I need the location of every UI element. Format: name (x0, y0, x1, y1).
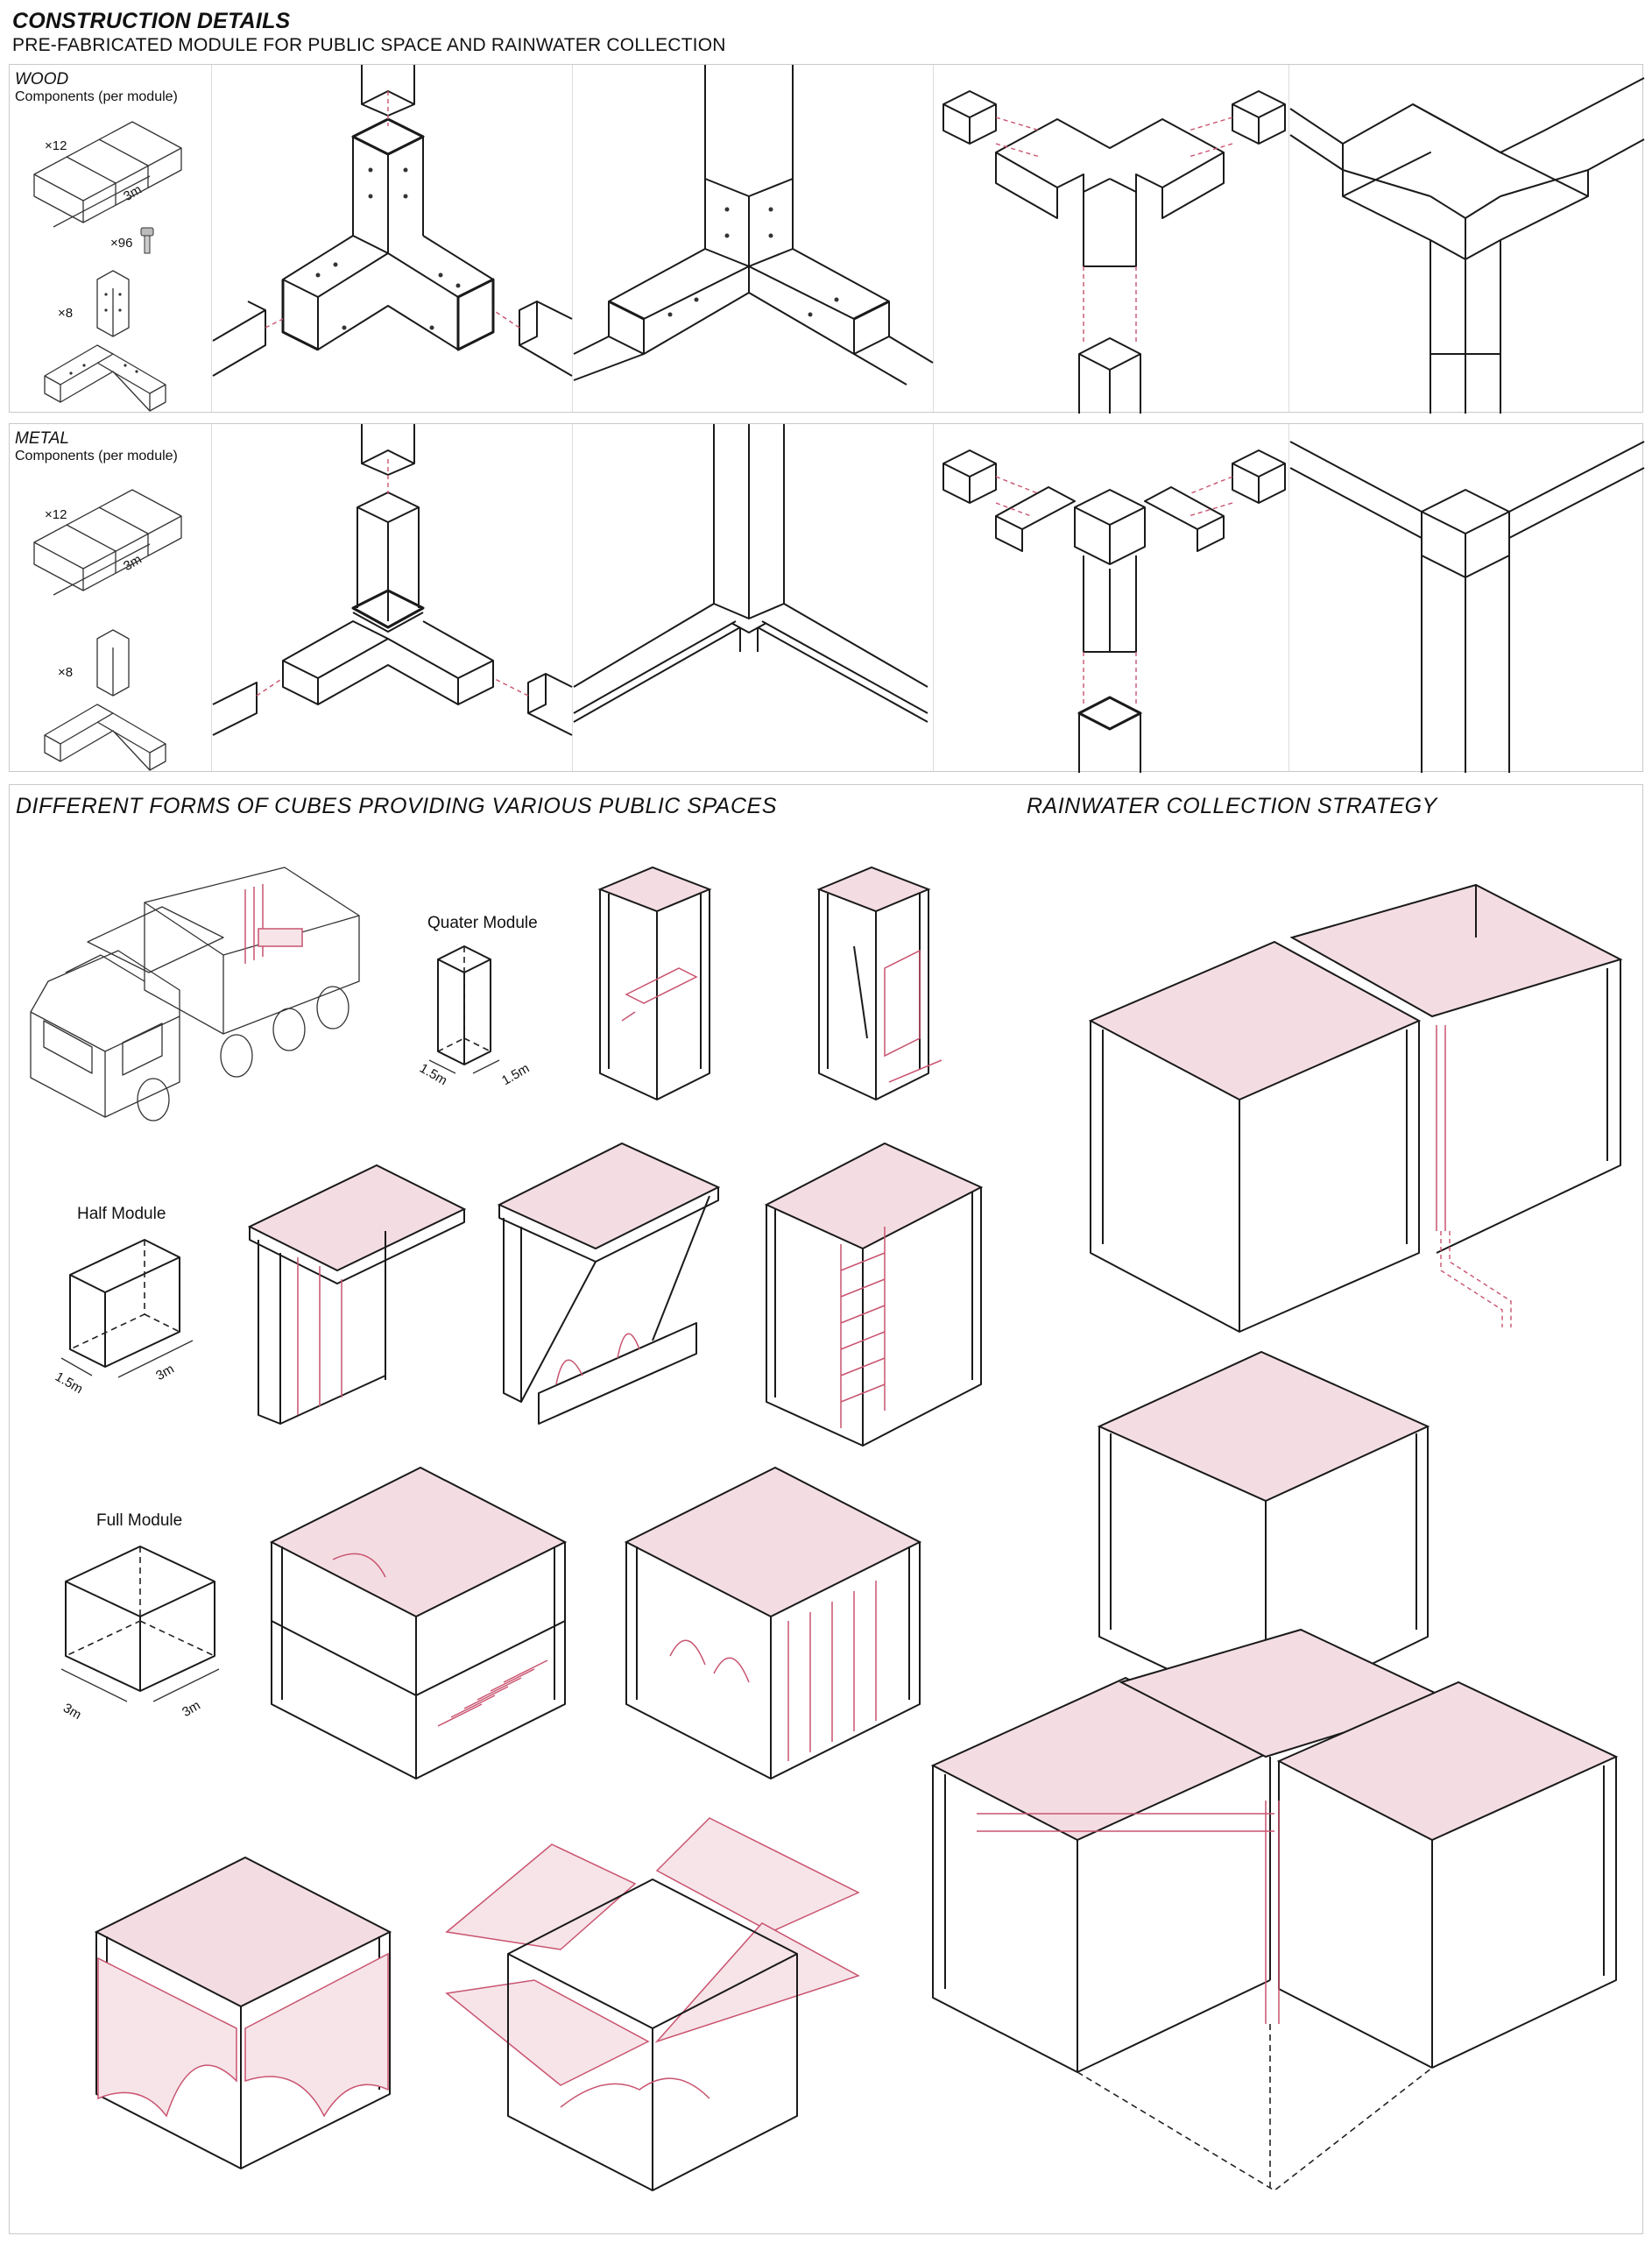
rainwater-heading: RAINWATER COLLECTION STRATEGY (1027, 794, 1437, 818)
half-module-label: Half Module (77, 1205, 166, 1223)
half-variant-slats (247, 1164, 467, 1425)
material-label-wood: WOOD (15, 70, 69, 88)
divider (572, 424, 573, 771)
quarter-variant-seating (597, 866, 712, 1100)
divider (572, 65, 573, 412)
page-subtitle: PRE-FABRICATED MODULE FOR PUBLIC SPACE A… (12, 35, 726, 55)
lower-panel (9, 784, 1643, 2234)
forms-heading: DIFFERENT FORMS OF CUBES PROVIDING VARIO… (16, 794, 777, 818)
full-variant-openbox (445, 1817, 860, 2191)
full-variant-stairs (269, 1466, 568, 1780)
rainwater-pair (1088, 883, 1623, 1333)
full-variant-seating (624, 1466, 922, 1780)
components-label: Components (per module) (15, 89, 178, 104)
wood-node-assembled (1289, 77, 1645, 414)
full-module-diagram (60, 1546, 220, 1702)
beam-qty: ×12 (45, 138, 67, 153)
divider (933, 424, 934, 771)
quarter-variant-foldout (816, 866, 942, 1100)
metal-node-exploded (942, 449, 1286, 773)
joint-qty: ×8 (58, 306, 74, 321)
joint-qty: ×8 (58, 665, 74, 680)
divider (211, 424, 212, 771)
full-variant-curtain (94, 1856, 392, 2169)
metal-joint-exploded (212, 424, 573, 736)
wood-joint-exploded (212, 65, 573, 377)
half-module-diagram (60, 1239, 194, 1378)
divider (933, 65, 934, 412)
metal-panel: METAL Components (per module) ×12 3m ×8 (9, 423, 1645, 773)
rainwater-cluster (930, 1628, 1619, 2191)
truck-illustration (30, 867, 360, 1122)
divider (1288, 65, 1289, 412)
quarter-module-label: Quater Module (427, 914, 538, 932)
metal-node-assembled (1289, 441, 1645, 773)
full-module-label: Full Module (96, 1511, 183, 1530)
quarter-module-diagram (428, 945, 500, 1074)
metal-joint-assembled (573, 424, 928, 723)
wood-joint-assembled (573, 65, 934, 386)
half-variant-diagonal (497, 1142, 721, 1425)
divider (1288, 424, 1289, 771)
beam-components-illustration (33, 121, 182, 412)
bolt-icon (140, 227, 154, 254)
components-label: Components (per module) (15, 449, 178, 463)
beam-qty: ×12 (45, 507, 67, 522)
wood-panel: WOOD Components (per module) ×12 3m ×96 … (9, 64, 1645, 414)
page-title: CONSTRUCTION DETAILS (12, 9, 291, 33)
wood-node-exploded (942, 90, 1286, 414)
divider (211, 65, 212, 412)
metal-components-illustration (33, 489, 182, 771)
material-label-metal: METAL (15, 429, 69, 448)
half-variant-ladder (764, 1142, 984, 1447)
bolt-qty: ×96 (110, 236, 133, 251)
